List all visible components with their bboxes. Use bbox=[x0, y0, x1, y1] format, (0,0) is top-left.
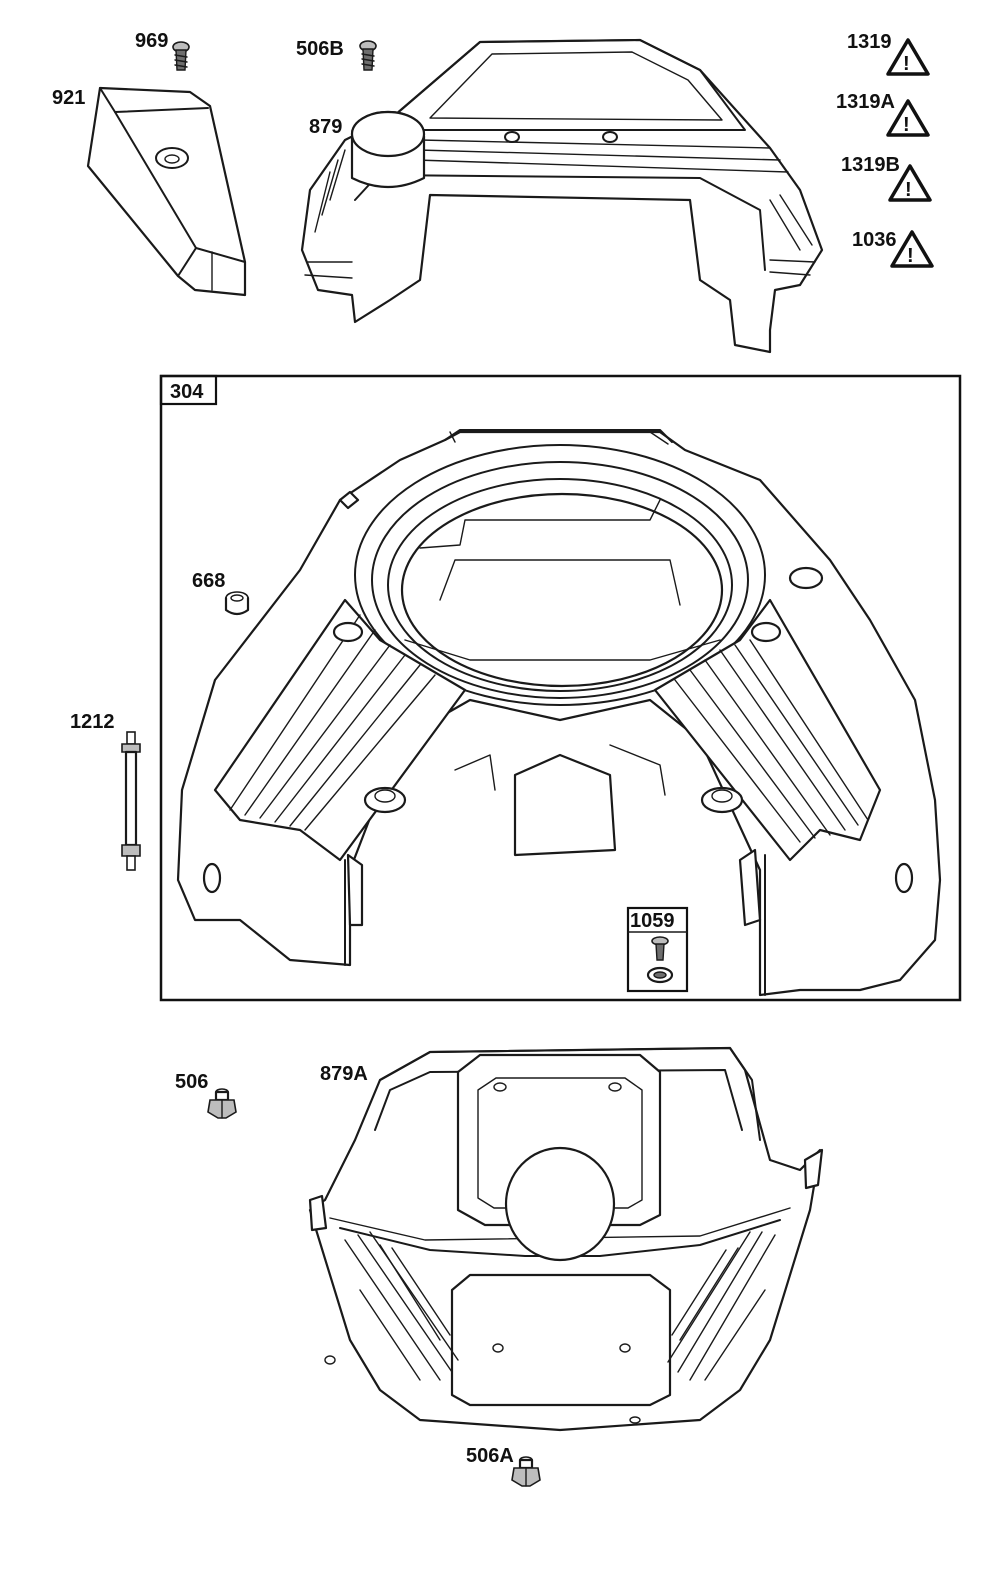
warning-triangle-icon: ! bbox=[886, 99, 930, 137]
callout-879a: 879A bbox=[320, 1063, 368, 1085]
warning-triangle-icon: ! bbox=[886, 38, 930, 76]
callout-921: 921 bbox=[52, 87, 85, 109]
svg-text:!: ! bbox=[903, 114, 910, 136]
blower-housing-304 bbox=[176, 429, 942, 997]
callout-506: 506 bbox=[175, 1071, 208, 1093]
callout-1059: 1059 bbox=[630, 910, 675, 932]
callout-969: 969 bbox=[135, 30, 168, 52]
screw-506b-icon bbox=[359, 40, 377, 71]
bushing-668 bbox=[224, 591, 250, 616]
callout-1036: 1036 bbox=[852, 229, 897, 251]
housing-879a bbox=[308, 1046, 824, 1432]
callout-506b: 506B bbox=[296, 38, 344, 60]
bolt-506a-icon bbox=[511, 1456, 541, 1487]
callout-1319b: 1319B bbox=[841, 154, 900, 176]
stud-1212-icon bbox=[121, 731, 141, 871]
warning-triangle-icon: ! bbox=[890, 230, 934, 268]
cover-921 bbox=[86, 86, 247, 297]
svg-text:!: ! bbox=[903, 53, 910, 75]
bolt-506-icon bbox=[207, 1088, 237, 1119]
housing-879 bbox=[300, 38, 824, 354]
callout-1319: 1319 bbox=[847, 31, 892, 53]
svg-text:!: ! bbox=[907, 245, 914, 267]
callout-879: 879 bbox=[309, 116, 342, 138]
assembly-label-box bbox=[159, 374, 218, 406]
callout-1319a: 1319A bbox=[836, 91, 895, 113]
screw-969-icon bbox=[172, 41, 190, 71]
callout-668: 668 bbox=[192, 570, 225, 592]
assembly-frame-304 bbox=[159, 374, 962, 1002]
warning-triangle-icon: ! bbox=[888, 164, 932, 202]
callout-1212: 1212 bbox=[70, 711, 115, 733]
screw-1059-icon bbox=[646, 936, 674, 984]
svg-text:!: ! bbox=[905, 179, 912, 201]
kit-frame-1059 bbox=[626, 906, 689, 993]
callout-506a: 506A bbox=[466, 1445, 514, 1467]
callout-304: 304 bbox=[170, 381, 204, 403]
